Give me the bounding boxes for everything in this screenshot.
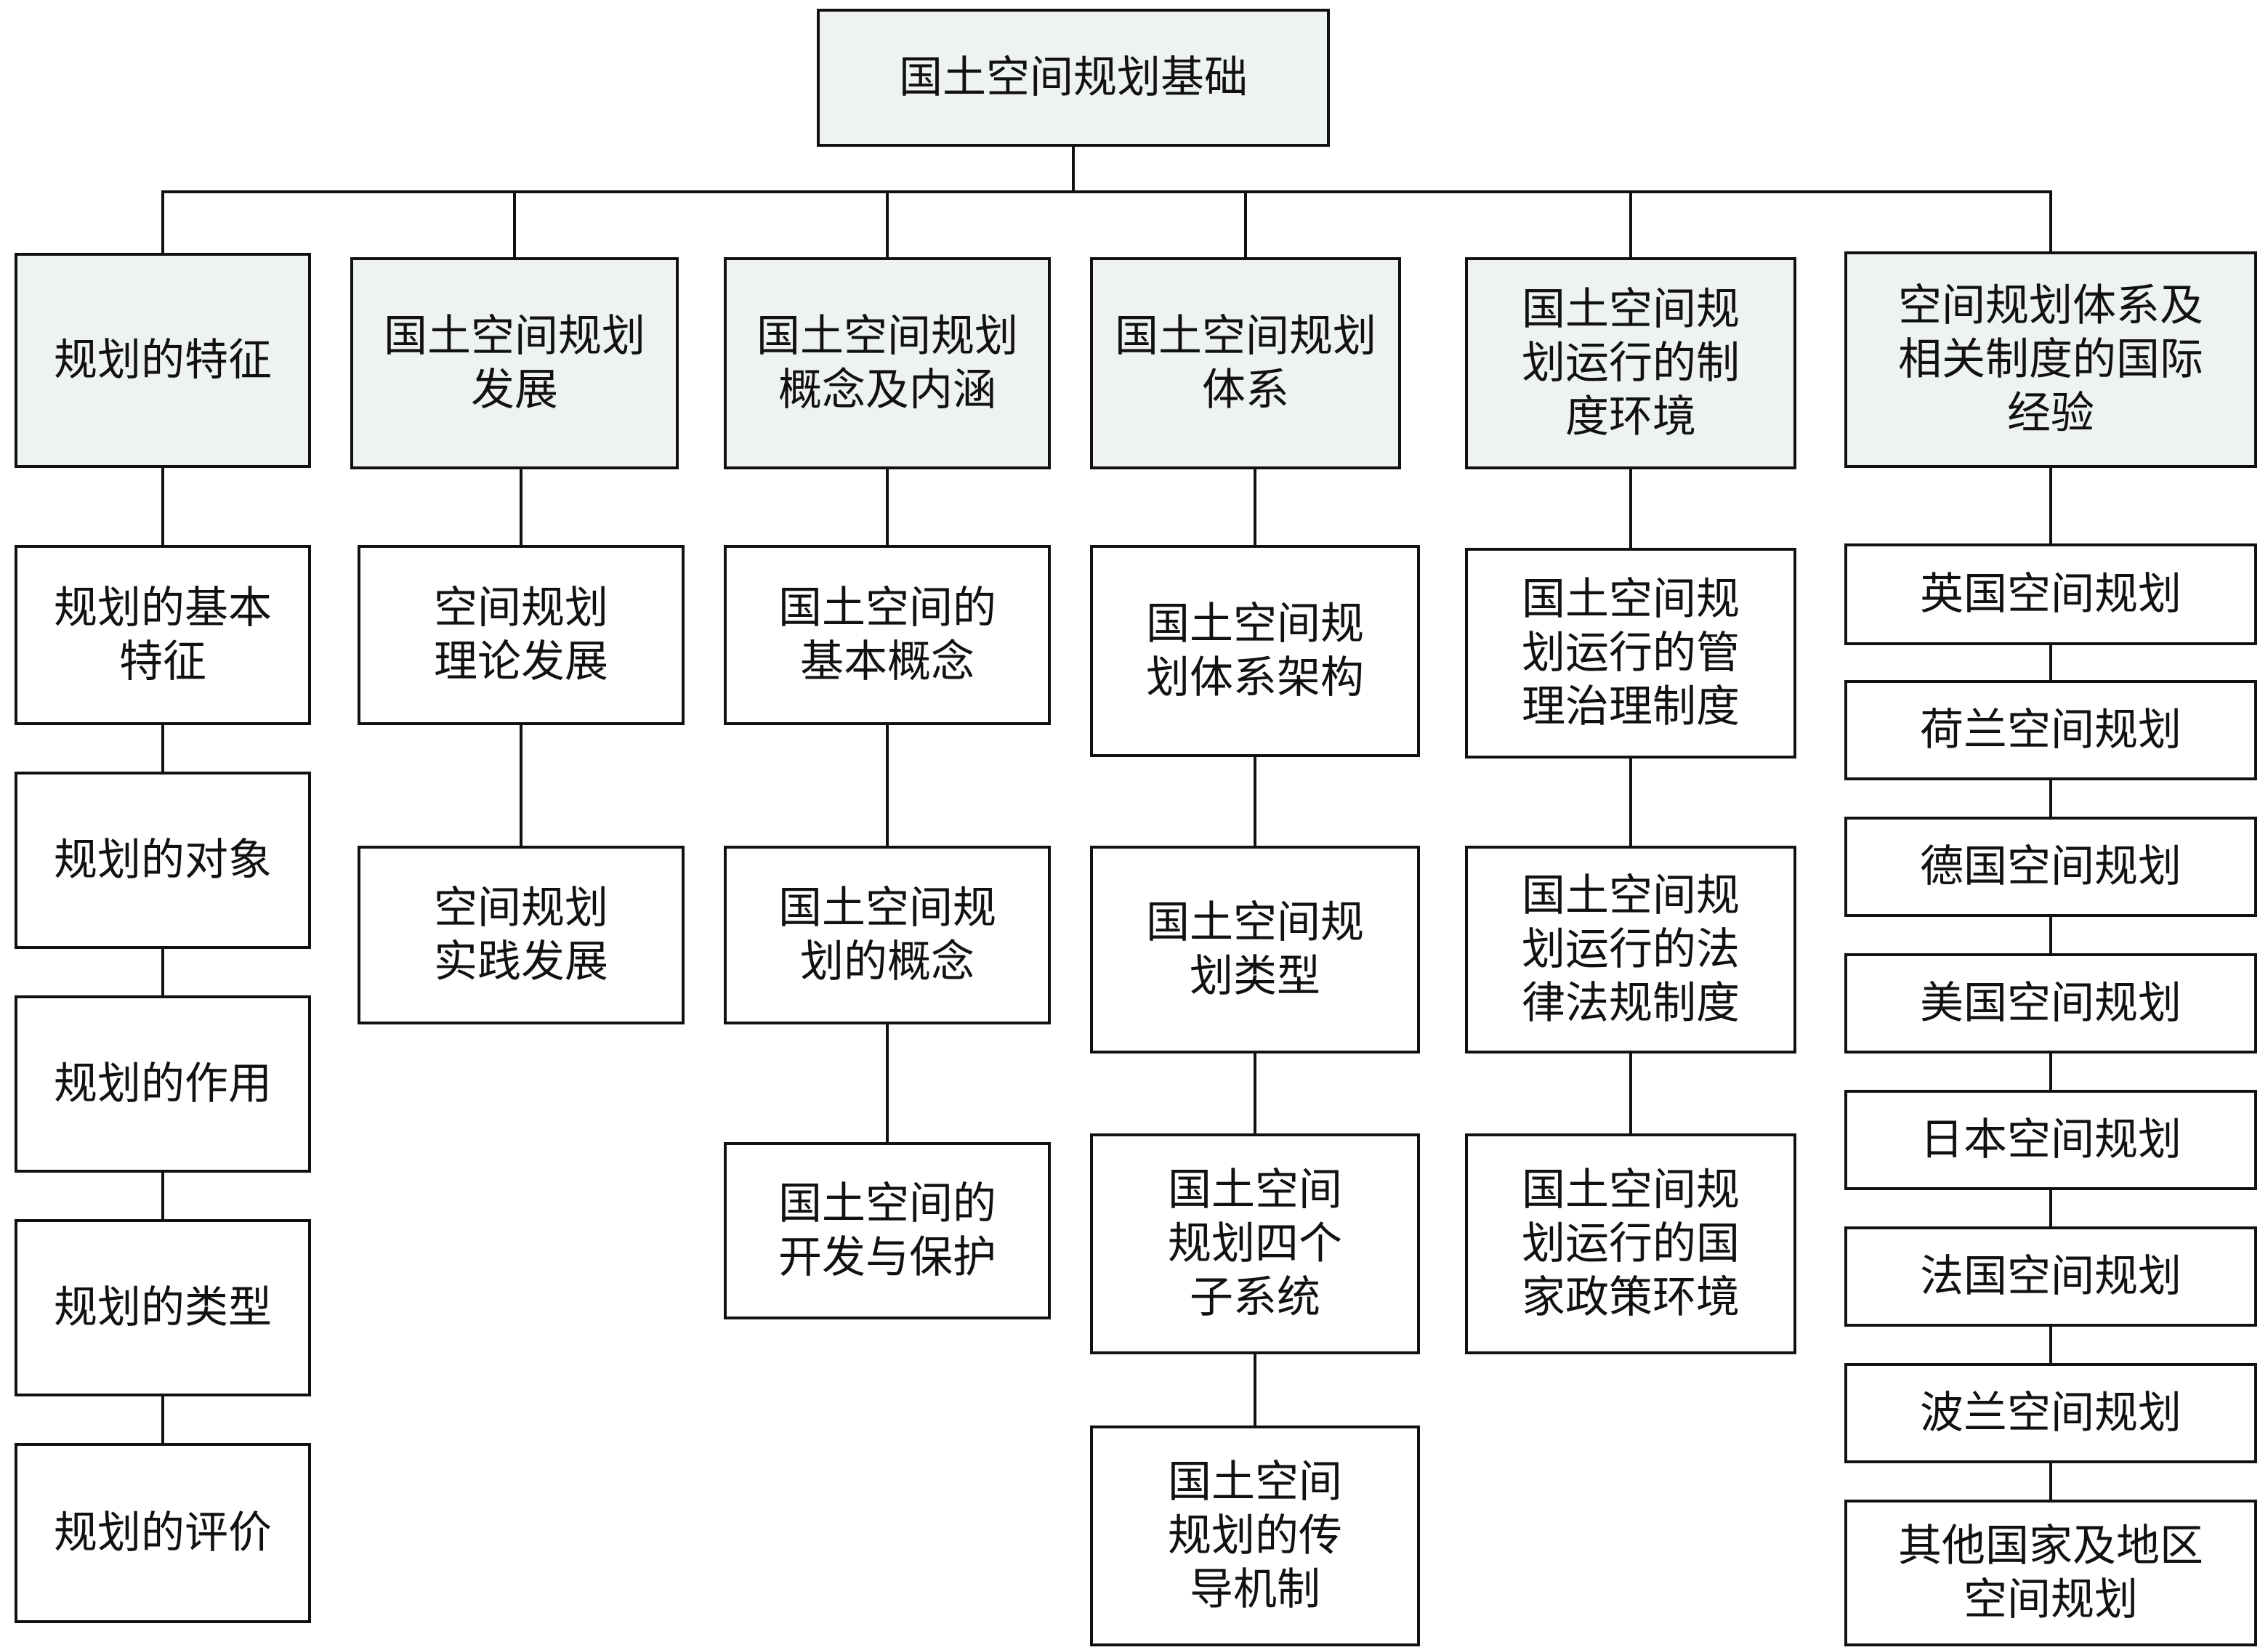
topic-node: 规划的对象 [15,772,311,949]
topic-node: 国土空间规 划运行的法 律法规制度 [1465,846,1796,1054]
topic-node: 空间规划 实践发展 [358,846,685,1024]
topic-node: 国土空间规 划类型 [1090,846,1420,1054]
topic-node: 国土空间的 基本概念 [724,545,1051,725]
topic-node: 规划的评价 [15,1443,311,1623]
topic-node: 国土空间 规划四个 子系统 [1090,1133,1420,1354]
topic-node: 规划的作用 [15,995,311,1173]
topic-node: 英国空间规划 [1844,543,2257,645]
topic-node: 美国空间规划 [1844,953,2257,1054]
category-node: 国土空间规 划运行的制 度环境 [1465,257,1796,469]
topic-node: 规划的类型 [15,1219,311,1396]
category-node: 国土空间规划 发展 [350,257,679,469]
topic-node: 国土空间规 划体系架构 [1090,545,1420,757]
category-node: 空间规划体系及 相关制度的国际 经验 [1844,251,2257,468]
topic-node: 国土空间规 划运行的国 家政策环境 [1465,1133,1796,1354]
topic-node: 法国空间规划 [1844,1226,2257,1327]
topic-node: 空间规划 理论发展 [358,545,685,725]
category-node: 规划的特征 [15,253,311,468]
topic-node: 国土空间规 划运行的管 理治理制度 [1465,548,1796,759]
topic-node: 规划的基本 特征 [15,545,311,725]
topic-node: 波兰空间规划 [1844,1363,2257,1463]
topic-node: 国土空间规 划的概念 [724,846,1051,1024]
category-node: 国土空间规划 体系 [1090,257,1401,469]
topic-node: 其他国家及地区 空间规划 [1844,1500,2257,1646]
root-node: 国土空间规划基础 [817,9,1330,147]
topic-node: 国土空间的 开发与保护 [724,1142,1051,1319]
topic-node: 日本空间规划 [1844,1090,2257,1190]
topic-node: 荷兰空间规划 [1844,680,2257,780]
category-node: 国土空间规划 概念及内涵 [724,257,1051,469]
topic-node: 国土空间 规划的传 导机制 [1090,1425,1420,1646]
topic-node: 德国空间规划 [1844,817,2257,917]
